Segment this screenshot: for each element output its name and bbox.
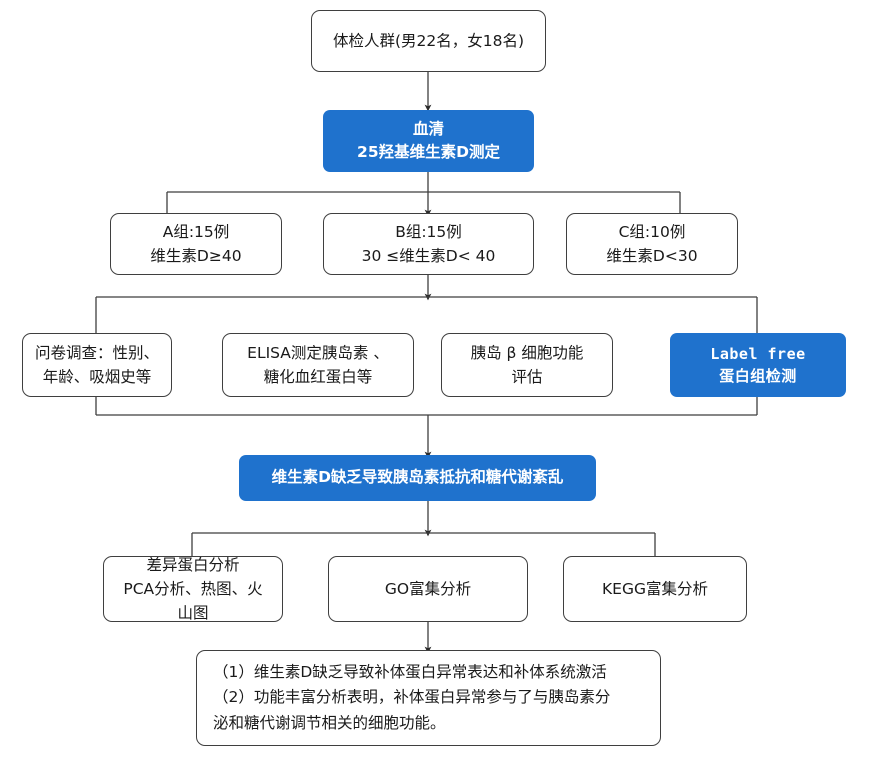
node-beta-cell-line-1: 胰岛 β 细胞功能 [470,343,584,362]
node-group-b-line-2: 30 ≤维生素D< 40 [361,247,496,265]
node-conclusion[interactable]: （1）维生素D缺乏导致补体蛋白异常表达和补体系统激活 （2）功能丰富分析表明，补… [196,650,661,746]
node-diff-protein-line-3: 山图 [177,604,209,623]
node-finding-line-1: 维生素D缺乏导致胰岛素抵抗和糖代谢紊乱 [271,468,564,487]
node-group-c-line-2: 维生素D<30 [606,247,698,265]
node-go-enrichment[interactable]: GO富集分析 [328,556,528,622]
node-group-a-line-1: A组:15例 [162,222,230,241]
node-cohort-line-1: 体检人群(男22名，女18名) [332,31,525,50]
node-diff-protein-line-1: 差异蛋白分析 [146,555,240,574]
node-finding[interactable]: 维生素D缺乏导致胰岛素抵抗和糖代谢紊乱 [239,455,596,501]
node-serum-assay-line-2: 25羟基维生素D测定 [357,143,500,161]
node-elisa[interactable]: ELISA测定胰岛素 、 糖化血红蛋白等 [222,333,414,397]
node-group-a[interactable]: A组:15例 维生素D≥40 [110,213,282,275]
node-label-free[interactable]: Label free 蛋白组检测 [670,333,846,397]
node-group-b[interactable]: B组:15例 30 ≤维生素D< 40 [323,213,534,275]
node-go-enrichment-line-1: GO富集分析 [384,579,472,598]
node-group-a-line-2: 维生素D≥40 [150,247,242,265]
node-diff-protein-line-2: PCA分析、热图、火 [123,580,263,598]
node-questionnaire[interactable]: 问卷调查：性别、 年龄、吸烟史等 [22,333,172,397]
node-questionnaire-line-2: 年龄、吸烟史等 [42,368,152,386]
node-cohort[interactable]: 体检人群(男22名，女18名) [311,10,546,72]
node-elisa-line-1: ELISA测定胰岛素 、 [247,343,389,362]
node-beta-cell-line-2: 评估 [511,368,543,386]
node-kegg-enrichment[interactable]: KEGG富集分析 [563,556,747,622]
node-elisa-line-2: 糖化血红蛋白等 [263,368,373,386]
node-conclusion-line-3: 泌和糖代谢调节相关的细胞功能。 [213,713,446,732]
node-conclusion-line-1: （1）维生素D缺乏导致补体蛋白异常表达和补体系统激活 [213,663,607,682]
node-group-c-line-1: C组:10例 [618,222,686,241]
node-serum-assay[interactable]: 血清 25羟基维生素D测定 [323,110,534,172]
node-group-c[interactable]: C组:10例 维生素D<30 [566,213,738,275]
node-kegg-enrichment-line-1: KEGG富集分析 [602,579,708,598]
node-label-free-line-2: 蛋白组检测 [719,367,797,385]
node-questionnaire-line-1: 问卷调查：性别、 [34,343,159,362]
node-group-b-line-1: B组:15例 [395,222,462,241]
node-label-free-line-1: Label free [710,344,806,363]
node-diff-protein[interactable]: 差异蛋白分析 PCA分析、热图、火 山图 [103,556,283,622]
node-serum-assay-line-1: 血清 [412,119,444,138]
node-conclusion-line-2: （2）功能丰富分析表明，补体蛋白异常参与了与胰岛素分 [213,688,611,707]
node-beta-cell[interactable]: 胰岛 β 细胞功能 评估 [441,333,613,397]
